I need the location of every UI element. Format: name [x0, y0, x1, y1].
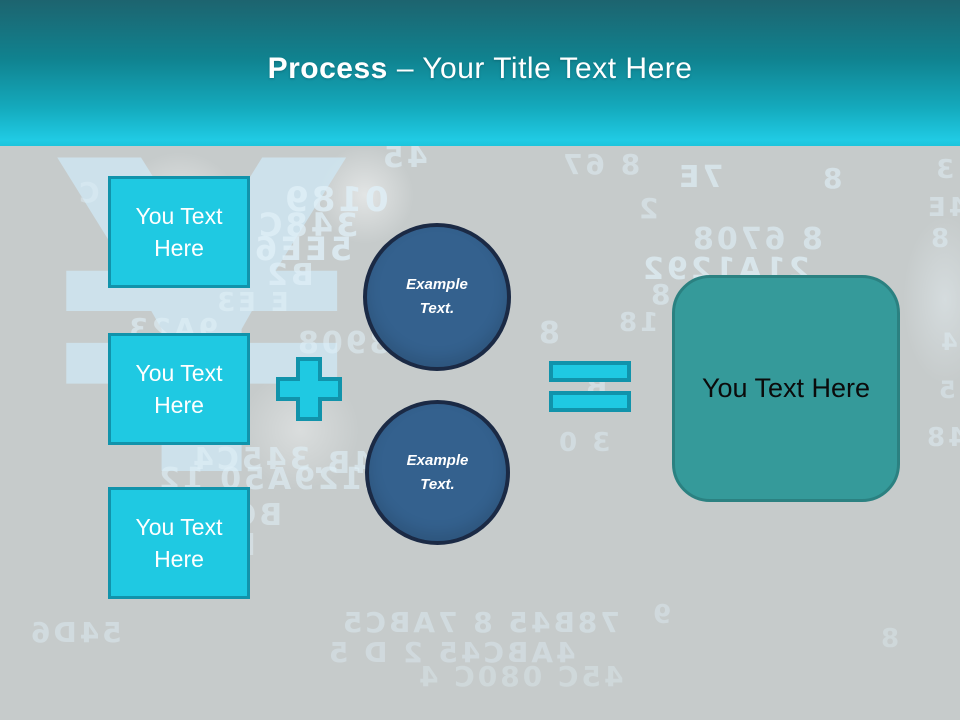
background-digit: 4E: [925, 193, 960, 223]
title-bar: Process– Your Title Text Here: [0, 0, 960, 146]
background-digit: 5EE6: [252, 230, 353, 268]
input-box-2: You Text Here: [108, 333, 250, 445]
background-digit: 78B45 8 7ABC5: [340, 606, 620, 639]
example-circle-2-label: Example Text.: [406, 451, 469, 493]
plus-icon: [276, 357, 342, 421]
background-digit: E E3: [214, 288, 289, 318]
result-box-label: You Text Here: [701, 373, 871, 403]
background-digit: 18: [616, 308, 659, 338]
background-digit: 5: [936, 376, 956, 404]
page-title-subtitle: – Your Title Text Here: [396, 52, 693, 85]
background-digit: 54D6: [28, 616, 122, 649]
input-box-1-label: You Text Here: [135, 202, 223, 261]
background-digit: 4: [938, 328, 958, 356]
background-digit: 8 67: [560, 148, 641, 181]
background-digit: 9: [650, 600, 672, 630]
background-digit: 7E: [676, 160, 724, 195]
input-box-3-label: You Text Here: [135, 513, 223, 572]
equals-icon: [549, 361, 631, 412]
background-digit: C: [76, 176, 100, 209]
example-circle-1: Example Text.: [363, 223, 511, 371]
page-title: Process– Your Title Text Here: [0, 52, 960, 86]
result-box: You Text Here: [672, 275, 900, 502]
background-digit: 4ABC45 2 D 5: [326, 636, 576, 669]
example-circle-2: Example Text.: [365, 400, 510, 545]
input-box-1: You Text Here: [108, 176, 250, 288]
background-digit: 3 0: [556, 428, 611, 458]
page-title-keyword: Process: [267, 52, 388, 85]
background-digit: 2: [636, 192, 659, 225]
background-digit: 8: [928, 224, 950, 254]
background-digit: 8: [536, 316, 560, 351]
input-box-2-label: You Text Here: [135, 359, 223, 418]
input-box-3: You Text Here: [108, 487, 250, 599]
background-digit: 348C: [256, 206, 359, 244]
background-digit: 345C4: [190, 442, 311, 477]
background-digit: 45C 080C 4: [416, 660, 624, 693]
background-digit: 8 6708: [690, 222, 823, 257]
background-digit: 48: [924, 423, 960, 453]
yen-symbol-watermark: ¥: [52, 73, 352, 573]
background-digit: 8: [878, 624, 900, 654]
example-circle-1-label: Example Text.: [406, 276, 468, 317]
background-digit: B2: [264, 258, 314, 293]
background-digit: 8: [820, 162, 843, 195]
background-digit: 3: [933, 155, 955, 185]
background-digit: 0189: [282, 180, 389, 220]
